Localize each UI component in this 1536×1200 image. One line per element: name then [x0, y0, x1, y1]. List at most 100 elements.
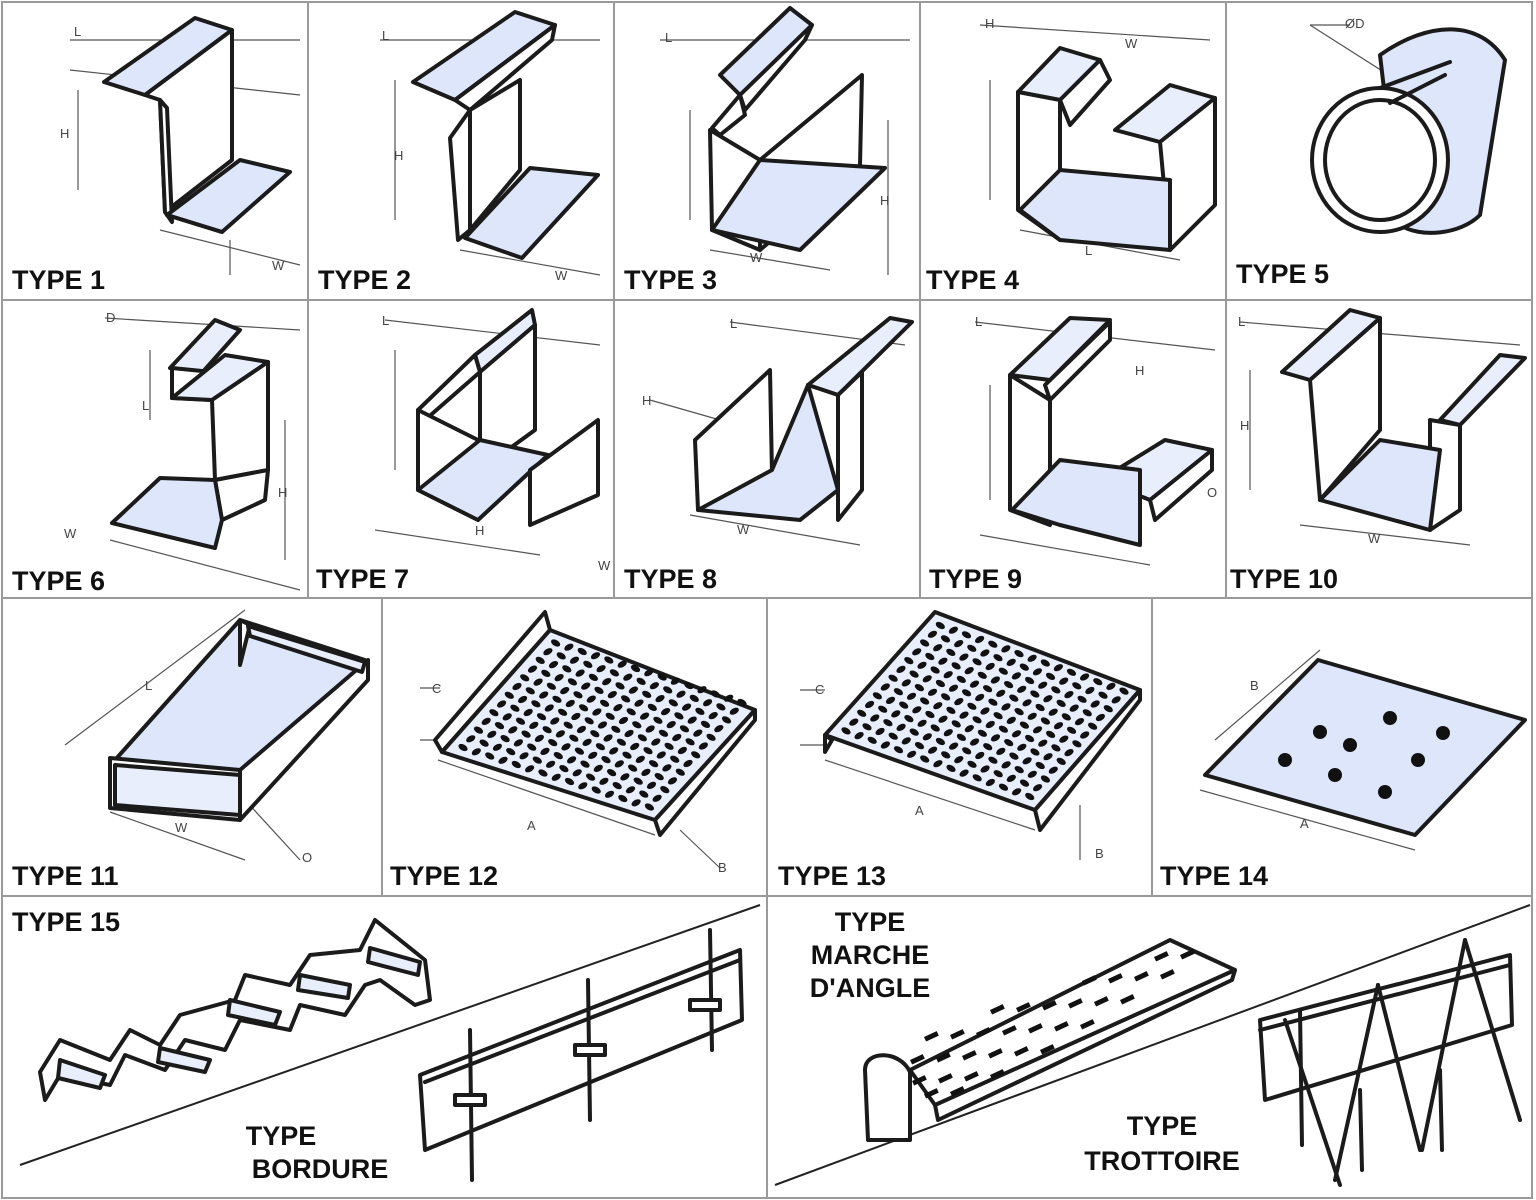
slot	[950, 1029, 965, 1040]
perforation	[1059, 735, 1069, 743]
perforation	[634, 699, 644, 707]
perforation	[538, 769, 548, 777]
perforation	[1045, 672, 1056, 681]
perforation	[917, 719, 927, 727]
type-13-drawing: C A B	[800, 610, 1142, 861]
perforation	[628, 686, 638, 694]
dim-label: W	[737, 522, 750, 537]
dim-label: W	[272, 258, 285, 273]
marche-angle-drawing	[774, 904, 1531, 1186]
type-6-label: TYPE 6	[12, 566, 105, 596]
perforation	[849, 718, 859, 726]
perforation	[975, 635, 985, 644]
type-3-label: TYPE 3	[624, 265, 717, 295]
bordure-drawing	[418, 928, 744, 1182]
perforation	[980, 707, 990, 715]
perforation	[1014, 707, 1024, 716]
perforation	[1098, 691, 1108, 699]
perforation	[687, 716, 697, 724]
perforation	[962, 689, 972, 697]
trottoire-drawing	[1258, 938, 1522, 1187]
perforation	[985, 778, 995, 787]
perforation	[691, 751, 701, 759]
perforation	[611, 725, 621, 733]
perforation	[600, 699, 610, 707]
perforation	[531, 700, 541, 708]
perforation	[582, 738, 592, 747]
perforation	[604, 790, 615, 798]
perforation	[1011, 730, 1022, 738]
type-12-drawing: C A B	[420, 610, 757, 875]
dim-label: A	[1300, 816, 1309, 831]
perforation	[927, 630, 937, 638]
perforation	[489, 709, 499, 717]
perforation	[935, 621, 945, 630]
perforation	[577, 647, 587, 656]
slot	[1154, 951, 1169, 962]
slot	[1080, 1019, 1095, 1030]
dim-label: L	[665, 30, 672, 45]
dim-label: B	[1095, 846, 1104, 861]
perforation	[1066, 668, 1077, 676]
perforation	[706, 733, 716, 741]
perforation	[993, 770, 1003, 778]
perforation	[922, 675, 932, 683]
perforation	[511, 760, 521, 769]
perforation	[685, 738, 695, 746]
perforation	[716, 703, 726, 711]
perforation	[1111, 696, 1121, 704]
perforation	[985, 662, 995, 671]
perforation	[927, 688, 938, 696]
perforation	[867, 736, 877, 744]
type-1-label: TYPE 1	[12, 265, 105, 295]
slot	[909, 1054, 925, 1065]
perforation	[586, 773, 596, 781]
slot	[1160, 969, 1175, 980]
perforation	[1001, 761, 1011, 769]
perforation	[578, 782, 588, 790]
perforation	[1032, 668, 1042, 676]
perforation	[697, 686, 707, 694]
perforation	[714, 724, 724, 733]
perforation	[458, 743, 468, 752]
perforation	[620, 773, 630, 781]
perforation	[603, 734, 613, 742]
perforation	[655, 694, 665, 703]
perforation	[548, 738, 558, 747]
perforation	[645, 725, 655, 733]
perforation	[1040, 775, 1050, 783]
perforation	[1027, 654, 1037, 662]
type-2-drawing: L H W	[380, 10, 601, 283]
perforation	[654, 772, 664, 781]
perforation	[506, 747, 516, 756]
perforation	[502, 713, 512, 721]
perforation	[554, 673, 564, 682]
perforation	[721, 716, 732, 724]
perforation	[729, 707, 739, 715]
perforation	[653, 716, 663, 724]
dim-label: H	[985, 16, 994, 31]
perforation	[1030, 690, 1040, 698]
perforation	[698, 742, 708, 750]
type-5-drawing: ØD	[1309, 16, 1507, 235]
perforation	[682, 703, 692, 711]
perforation	[872, 692, 882, 700]
perforation	[617, 660, 627, 668]
type-2-label: TYPE 2	[318, 265, 411, 295]
perforation	[567, 756, 577, 764]
perforation	[1069, 704, 1079, 712]
perforation	[667, 777, 678, 785]
perforation	[561, 743, 571, 751]
perforation	[912, 706, 922, 714]
dim-label: O	[302, 850, 312, 865]
perforation	[663, 686, 673, 694]
perforation	[618, 716, 629, 725]
type-5-label: TYPE 5	[1236, 259, 1329, 289]
dim-label: A	[915, 803, 924, 818]
type-10-label: TYPE 10	[1230, 564, 1338, 594]
perforation	[928, 746, 938, 754]
perforation	[487, 730, 497, 739]
perforation	[975, 751, 985, 760]
perforation	[607, 768, 617, 777]
perforation	[597, 721, 608, 729]
